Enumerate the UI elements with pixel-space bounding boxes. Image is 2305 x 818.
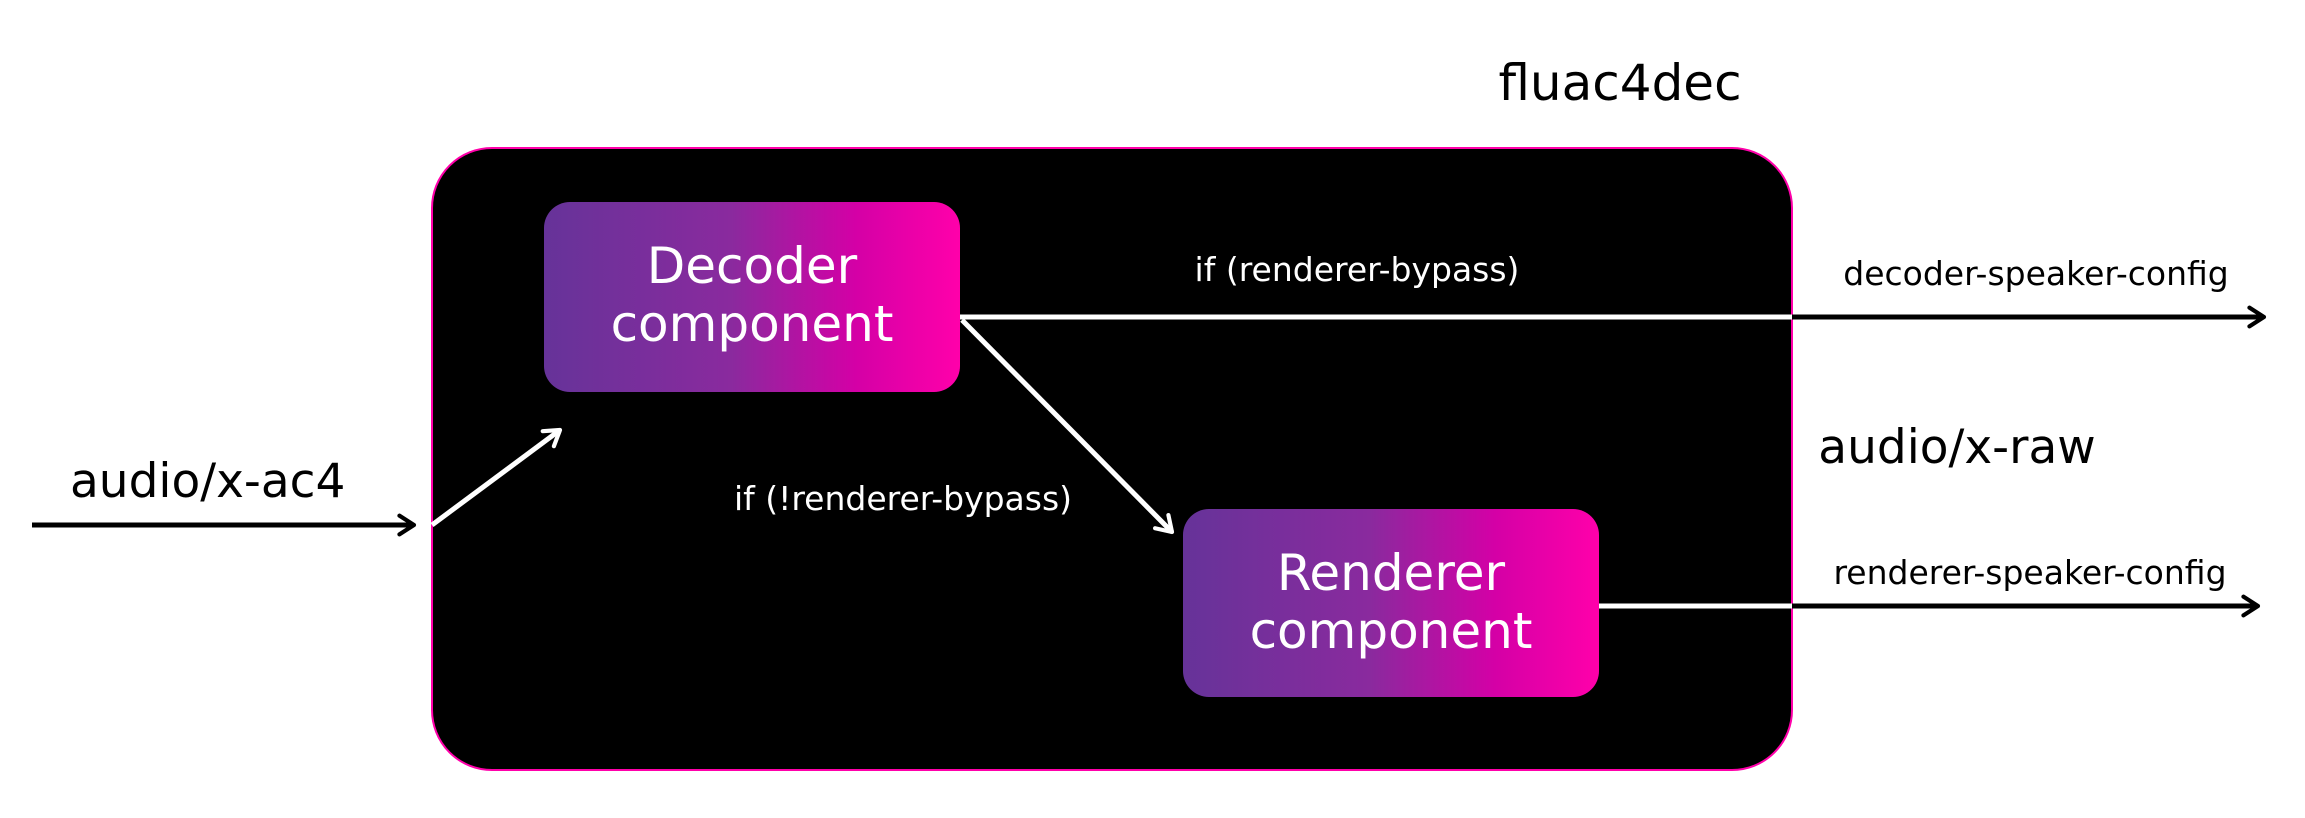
plugin-title: fluac4dec	[1498, 54, 1741, 112]
renderer-component: Renderer component	[1183, 509, 1599, 697]
decoder-label-line1: Decoder	[647, 237, 858, 295]
renderer-box	[1183, 509, 1599, 697]
decoder-box	[544, 202, 960, 392]
input-caps-label: audio/x-ac4	[70, 454, 345, 509]
renderer-speaker-config-label: renderer-speaker-config	[1833, 553, 2226, 592]
bypass-condition-label: if (renderer-bypass)	[1195, 250, 1520, 289]
renderer-label-line2: component	[1250, 602, 1533, 660]
decoder-label-line2: component	[611, 295, 894, 353]
renderer-label-line1: Renderer	[1277, 544, 1506, 602]
no-bypass-condition-label: if (!renderer-bypass)	[734, 479, 1072, 518]
no-bypass-arrow	[960, 318, 1175, 535]
decoder-speaker-config-label: decoder-speaker-config	[1843, 254, 2228, 293]
output-caps-label: audio/x-raw	[1818, 420, 2095, 475]
decoder-component: Decoder component	[544, 202, 960, 392]
decoder-input-arrow	[430, 427, 563, 528]
